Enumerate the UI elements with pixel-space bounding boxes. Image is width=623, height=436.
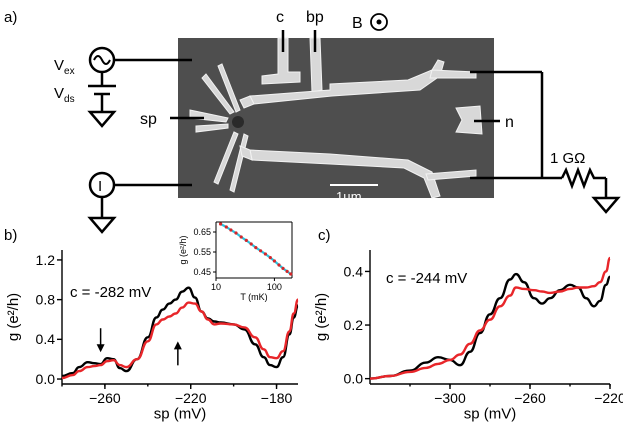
inset-point [259,249,263,253]
y-tick-label: 0.0 [36,371,56,387]
inset-point [285,269,289,273]
b-field-out-icon [370,13,388,31]
inset-point [239,235,243,239]
panel-a: a) [4,9,621,234]
label-resistor: 1 GΩ [550,150,585,167]
x-tick-label: 100 [267,282,282,292]
y-tick-label: 0.0 [344,371,364,387]
arrow-head-1 [173,341,182,350]
inset-point [277,263,281,267]
y-tick-label: 0.55 [193,247,211,257]
panel-b: b) −260 −220 −180 0.0 0.4 0.8 1.2 sp (mV) g (e²/… [4,221,300,422]
x-axis-label: T (mK) [240,292,267,302]
series-line-1 [61,298,300,380]
y-tick-label: 0.4 [344,263,364,279]
inset-point [263,252,267,256]
panel-a-label: a) [4,9,17,26]
panel-c: c) −300 −260 −220 0.0 0.2 0.4 sp (mV) g (e²/h) c… [313,227,623,422]
y-tick-label: 0.2 [344,317,364,333]
inset-point [268,256,272,260]
inset-point [229,228,233,232]
y-tick-label: 0.45 [193,267,211,277]
y-tick-label: 0.8 [36,292,56,308]
y-axis-label: g (e²/h) [313,293,330,341]
chart-b: −260 −220 −180 0.0 0.4 0.8 1.2 sp (mV) g (e²/h) c… [5,221,300,422]
x-tick-label: −220 [175,390,207,406]
inset-fit-line [220,223,292,275]
inset-point [254,246,258,250]
inset-point [249,242,253,246]
x-tick-label: −260 [514,390,546,406]
inset-point [281,266,285,270]
inset-point [219,222,223,226]
annotation-b: c = -282 mV [70,284,151,301]
inset-point [234,231,238,235]
inset-bg [216,222,296,282]
y-axis-label: g (e²/h) [5,293,22,341]
chart-c: −300 −260 −220 0.0 0.2 0.4 sp (mV) g (e²/h) c = … [313,250,623,422]
inset-point [289,272,293,276]
inset-chart: 10 100 0.45 0.55 0.65 T (mK) g (e²/h) [178,221,296,302]
y-axis-label: g (e²/h) [178,235,188,264]
series-line-0 [369,272,611,380]
x-tick-label: −260 [89,390,121,406]
label-I: I [98,178,102,195]
label-n: n [505,114,514,131]
label-bp: bp [306,9,324,26]
label-B: B [352,15,363,32]
x-tick-label: −180 [261,390,293,406]
inset-point [244,238,248,242]
label-vds: Vds [54,85,75,105]
x-tick-label: −300 [434,390,466,406]
y-tick-label: 0.4 [36,331,56,347]
x-axis-label: sp (mV) [154,405,207,422]
x-axis-label: sp (mV) [464,405,517,422]
sem-image: 1µm [178,37,494,204]
y-tick-label: 1.2 [36,252,56,268]
drain-circuit [470,70,621,214]
series-line-1 [369,256,612,380]
label-sp: sp [140,111,157,128]
y-tick-label: 0.65 [193,227,211,237]
panel-b-label: b) [4,227,17,244]
source-circuit [87,46,192,234]
label-c: c [276,9,284,26]
annotation-c: c = -244 mV [386,270,467,287]
inset-point [272,259,276,263]
label-vex: Vex [54,57,75,77]
scalebar-label: 1µm [336,189,362,204]
x-tick-label: −220 [594,390,623,406]
inset-point [224,225,228,229]
panel-c-label: c) [318,227,331,244]
arrow-head-0 [96,344,105,353]
x-tick-label: 10 [211,282,221,292]
